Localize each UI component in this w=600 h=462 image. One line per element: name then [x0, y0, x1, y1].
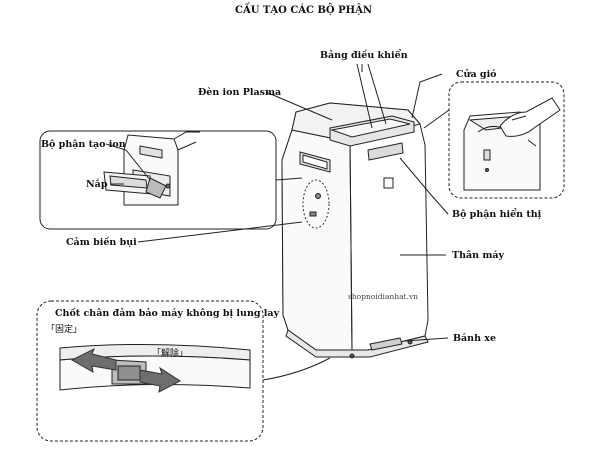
watermark: shopnoidianhat.vn [348, 292, 419, 301]
label-lock-release: 「解除」 [152, 349, 189, 359]
label-ion-generator: Bộ phận tạo ion [41, 139, 126, 150]
page-title: CẤU TẠO CÁC BỘ PHẬN [235, 5, 372, 16]
leader-lines [105, 63, 450, 381]
air-vent-inset [448, 81, 565, 199]
ion-generator-inset [39, 130, 277, 230]
label-dust-sensor: Cảm biến bụi [66, 237, 137, 248]
label-display: Bộ phận hiển thị [452, 209, 542, 220]
label-plasma-light: Đèn ion Plasma [198, 87, 282, 98]
label-lock-fixed: 「固定」 [46, 325, 83, 335]
dust-sensor-highlight [302, 179, 330, 229]
purifier-body [281, 102, 429, 359]
label-stand-lock: Chốt chân đảm bảo máy không bị lung lay [55, 308, 280, 319]
label-air-vent: Cửa gió [456, 69, 497, 80]
label-control-panel: Bảng điều khiển [320, 50, 408, 61]
stand-lock-inset [36, 300, 264, 442]
label-cover: Nắp [86, 179, 108, 190]
label-caster: Bánh xe [453, 333, 497, 344]
label-body: Thân máy [452, 250, 505, 261]
